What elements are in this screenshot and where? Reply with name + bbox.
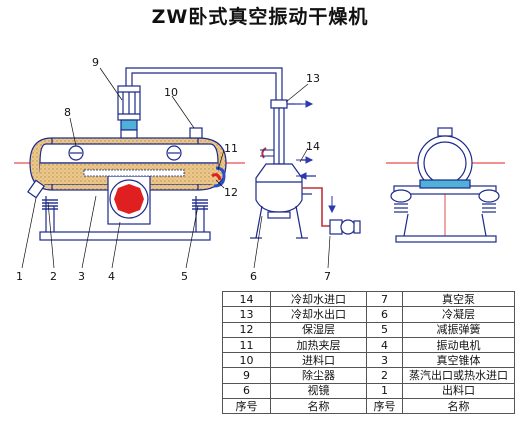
callout-10: 10 <box>164 86 178 99</box>
feed-inlet <box>189 127 203 139</box>
sight-glass-icon <box>68 145 182 161</box>
vibration-motor <box>107 175 151 225</box>
callout-6: 6 <box>250 270 257 283</box>
side-view <box>390 127 500 243</box>
vacuum-pump <box>329 219 361 235</box>
part-number-cell: 11 <box>222 336 271 354</box>
part-number-cell: 14 <box>222 290 271 308</box>
sight-glass-icon <box>261 147 267 159</box>
table-header-cell: 名称 <box>402 398 515 415</box>
callout-8: 8 <box>64 106 71 119</box>
callout-12: 12 <box>224 186 238 199</box>
part-number-cell: 5 <box>366 321 403 338</box>
callout-14: 14 <box>306 140 320 153</box>
part-name-cell: 出料口 <box>402 382 515 400</box>
part-number-cell: 10 <box>222 352 271 369</box>
part-name-cell: 冷却水进口 <box>270 290 367 308</box>
part-name-cell: 冷却水出口 <box>270 306 367 323</box>
part-number-cell: 6 <box>366 306 403 323</box>
part-number-cell: 1 <box>366 382 403 400</box>
vacuum-pipe <box>125 67 283 100</box>
callout-1: 1 <box>16 270 23 283</box>
callout-2: 2 <box>50 270 57 283</box>
steam-connection <box>211 166 226 188</box>
callout-3: 3 <box>78 270 85 283</box>
part-number-cell: 7 <box>366 290 403 308</box>
part-number-cell: 4 <box>366 336 403 354</box>
callout-7: 7 <box>324 270 331 283</box>
leader-lines <box>21 67 331 269</box>
part-name-cell: 除尘器 <box>270 367 367 384</box>
part-name-cell: 加热夹层 <box>270 336 367 354</box>
part-name-cell: 蒸汽出口或热水进口 <box>402 367 515 384</box>
part-number-cell: 13 <box>222 306 271 323</box>
part-name-cell: 振动电机 <box>402 336 515 354</box>
callout-9: 9 <box>92 56 99 69</box>
callout-5: 5 <box>181 270 188 283</box>
dust-collector <box>117 85 141 139</box>
flow-arrow-icon <box>295 100 336 214</box>
callout-11: 11 <box>224 142 238 155</box>
part-name-cell: 进料口 <box>270 352 367 369</box>
table-header-cell: 序号 <box>366 398 403 415</box>
callout-4: 4 <box>108 270 115 283</box>
part-name-cell: 真空泵 <box>402 290 515 308</box>
part-number-cell: 2 <box>366 367 403 384</box>
part-name-cell: 减振弹簧 <box>402 321 515 338</box>
condenser <box>250 99 308 239</box>
page-title: ZW卧式真空振动干燥机 <box>151 6 369 28</box>
dryer-diagram: 1 2 3 4 5 6 7 8 9 10 11 12 13 14 <box>14 56 505 283</box>
table-header-cell: 名称 <box>270 398 367 415</box>
part-name-cell: 视镜 <box>270 382 367 400</box>
part-number-cell: 9 <box>222 367 271 384</box>
discharge-outlet <box>27 179 45 199</box>
part-number-cell: 6 <box>222 382 271 400</box>
part-number-cell: 3 <box>366 352 403 369</box>
part-name-cell: 冷凝层 <box>402 306 515 323</box>
table-header-cell: 序号 <box>222 398 271 415</box>
part-number-cell: 12 <box>222 321 271 338</box>
support-frame <box>39 196 211 241</box>
part-name-cell: 保湿层 <box>270 321 367 338</box>
part-name-cell: 真空锥体 <box>402 352 515 369</box>
table-header-row: 序号名称序号名称 <box>222 398 515 415</box>
damping-spring <box>42 199 208 210</box>
vacuum-line <box>302 187 330 227</box>
callout-13: 13 <box>306 72 320 85</box>
